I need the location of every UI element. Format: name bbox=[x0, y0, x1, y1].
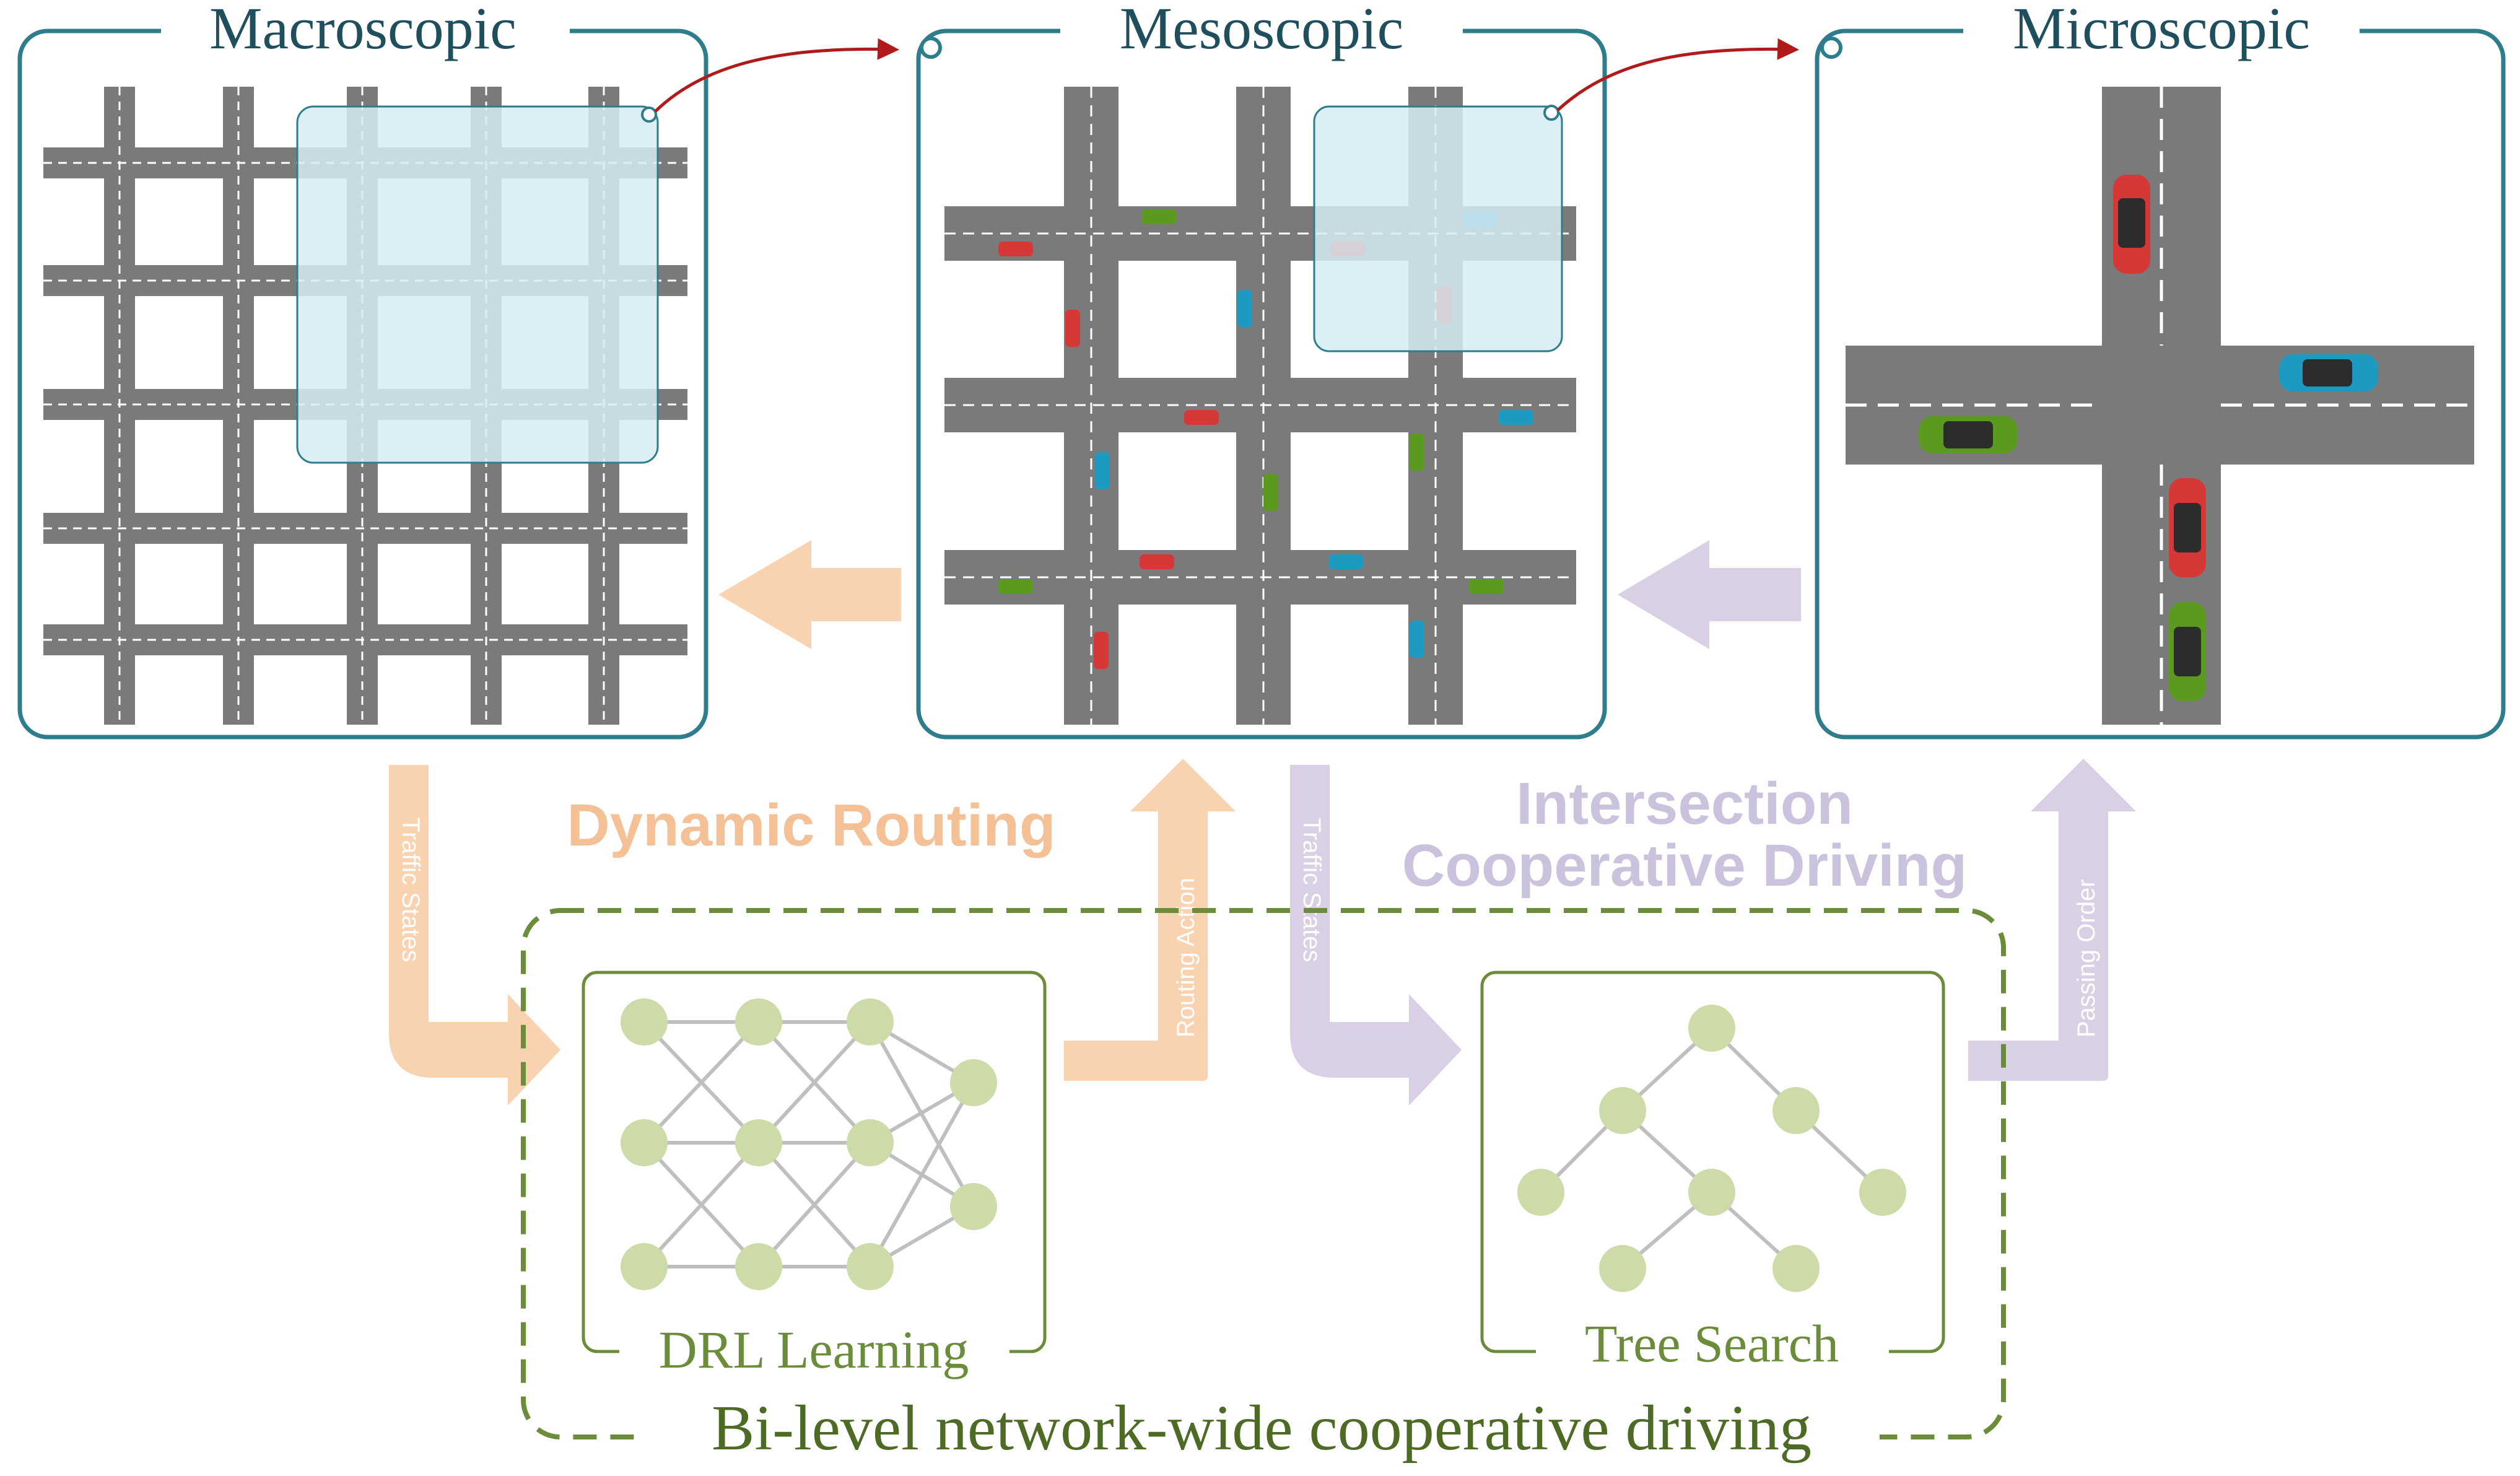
macro-title: Macroscopic bbox=[209, 0, 517, 61]
tree-node bbox=[1599, 1087, 1646, 1134]
tree-node bbox=[1772, 1087, 1820, 1134]
drl-node bbox=[735, 1119, 782, 1166]
tree-node bbox=[1517, 1169, 1564, 1216]
meso-car bbox=[1095, 452, 1110, 489]
meso-highlight-region bbox=[1313, 105, 1563, 352]
meso-car bbox=[998, 242, 1033, 256]
micro-lane-markings bbox=[1846, 87, 2474, 725]
tree-node bbox=[1599, 1245, 1646, 1292]
drl-node bbox=[621, 998, 668, 1046]
intersection-label-line2: Cooperative Driving bbox=[1402, 832, 1967, 899]
tree-title-gap bbox=[1536, 1325, 1889, 1369]
drl-node bbox=[621, 1119, 668, 1166]
tree-title: Tree Search bbox=[1585, 1314, 1839, 1373]
intersection-cooperative-flow: Traffic States Passing Order Intersectio… bbox=[1290, 759, 2136, 1106]
mesoscopic-panel: Mesoscopic bbox=[916, 0, 1607, 740]
tree-node bbox=[1688, 1005, 1735, 1052]
meso-car bbox=[1410, 621, 1424, 658]
drl-title-gap bbox=[619, 1332, 1009, 1375]
meso-car bbox=[998, 579, 1033, 594]
tree-node bbox=[1772, 1245, 1820, 1292]
meso-car bbox=[1184, 410, 1219, 425]
bilevel-frame-group: Bi-level network-wide cooperative drivin… bbox=[521, 908, 2006, 1464]
traffic-states-down-arrow-right bbox=[1290, 765, 1462, 1106]
meso-title: Mesoscopic bbox=[1120, 0, 1404, 61]
micro-car-green-south-window bbox=[2174, 627, 2201, 676]
bilevel-title-gap bbox=[641, 1400, 1880, 1462]
macro-highlight-region bbox=[296, 105, 659, 464]
meso-car bbox=[1499, 410, 1533, 425]
traffic-states-label-left: Traffic States bbox=[397, 818, 424, 962]
tree-nodes bbox=[1517, 1005, 1906, 1292]
drl-node bbox=[735, 1243, 782, 1290]
microscopic-panel: Microscopic bbox=[1815, 0, 2506, 740]
drl-node bbox=[847, 998, 894, 1046]
micro-title-gap bbox=[1963, 12, 2360, 50]
drl-node bbox=[950, 1059, 997, 1106]
meso-car bbox=[1065, 310, 1080, 347]
drl-node bbox=[847, 1119, 894, 1166]
meso-car bbox=[1094, 632, 1109, 669]
routing-action-up-arrow bbox=[1064, 759, 1236, 1081]
micro-to-meso-arrow bbox=[1618, 540, 1801, 649]
meso-to-micro-link-arrow bbox=[1556, 38, 1799, 111]
meso-car bbox=[1469, 579, 1504, 594]
macro-to-meso-link-arrow bbox=[654, 38, 899, 113]
drl-title: DRL Learning bbox=[659, 1320, 969, 1379]
meso-car bbox=[1328, 554, 1363, 569]
meso-car bbox=[1141, 209, 1176, 224]
meso-car bbox=[1140, 554, 1174, 569]
tree-node bbox=[1688, 1169, 1735, 1216]
drl-network-nodes bbox=[621, 998, 997, 1290]
meso-title-gap bbox=[1060, 12, 1463, 50]
bilevel-title: Bi-level network-wide cooperative drivin… bbox=[712, 1392, 1812, 1464]
macro-region-link-dot bbox=[641, 107, 657, 123]
drl-learning-module: DRL Learning bbox=[582, 971, 1047, 1379]
drl-node bbox=[847, 1243, 894, 1290]
micro-cars bbox=[1919, 175, 2378, 701]
micro-car-red-north-window bbox=[2118, 198, 2145, 248]
macro-title-gap bbox=[161, 12, 570, 50]
traffic-states-down-arrow-left bbox=[389, 765, 560, 1106]
micro-car-red-south-window bbox=[2174, 503, 2201, 552]
tree-search-module: Tree Search bbox=[1480, 971, 1945, 1373]
drl-node bbox=[735, 998, 782, 1046]
meso-car bbox=[1263, 474, 1278, 511]
passing-order-label: Passing Order bbox=[2073, 879, 2100, 1037]
drl-node bbox=[950, 1183, 997, 1230]
micro-car-blue-east-window bbox=[2303, 359, 2352, 386]
tree-node bbox=[1859, 1169, 1906, 1216]
meso-car bbox=[1237, 290, 1252, 327]
micro-intersection bbox=[1846, 87, 2474, 725]
meso-to-macro-arrow bbox=[718, 540, 901, 649]
micro-link-target-dot bbox=[1820, 37, 1842, 59]
passing-order-up-arrow bbox=[1968, 759, 2136, 1081]
macroscopic-panel: Macroscopic bbox=[17, 0, 708, 740]
meso-region-link-dot bbox=[1543, 105, 1559, 121]
micro-car-green-west-window bbox=[1943, 421, 1993, 448]
routing-action-label: Routing Action bbox=[1172, 878, 1200, 1037]
drl-node bbox=[621, 1243, 668, 1290]
meso-car bbox=[1410, 434, 1424, 471]
intersection-label-line1: Intersection bbox=[1516, 771, 1853, 837]
micro-title: Microscopic bbox=[2013, 0, 2310, 61]
traffic-states-label-right: Traffic States bbox=[1298, 818, 1325, 962]
dynamic-routing-label: Dynamic Routing bbox=[567, 792, 1055, 858]
meso-link-target-dot bbox=[920, 37, 942, 59]
dynamic-routing-flow: Traffic States Routing Action Dynamic Ro… bbox=[389, 759, 1236, 1106]
